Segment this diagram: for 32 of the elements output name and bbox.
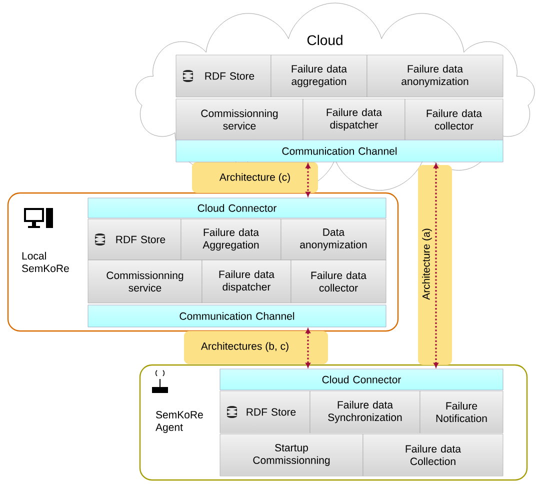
component-box: RDF Store [176, 54, 272, 98]
edge-label: Architecture (c) [219, 173, 290, 183]
component-box: Failure data dispatcher [202, 260, 292, 304]
group-label: Local SemKoRe [22, 252, 69, 272]
component-box: Failure data Collection [362, 434, 504, 476]
channel-bar: Cloud Connector [220, 368, 504, 390]
connector-arrow [306, 328, 310, 368]
component-box: Commissionning service [88, 260, 202, 304]
component-box: Failure data collector [290, 260, 386, 304]
group-frame [139, 364, 528, 481]
component-box: Failure data collector [404, 98, 504, 140]
connector-arrow [306, 164, 310, 196]
channel-bar: Cloud Connector [88, 198, 386, 218]
component-box: RDF Store [88, 218, 182, 260]
group-frame [7, 192, 399, 332]
channel-bar: Communication Channel [88, 304, 386, 328]
component-box: Failure data Aggregation [180, 218, 282, 260]
component-box: Failure data anonymization [366, 54, 504, 98]
component-box: Data anonymization [280, 218, 386, 260]
component-box: Failure data dispatcher [302, 98, 406, 140]
edge-label: Architecture (a) [422, 228, 432, 300]
channel-bar: Communication Channel [176, 140, 504, 162]
component-box: Startup Commissionning [220, 434, 364, 476]
component-box: Failure data aggregation [270, 54, 368, 98]
connector-arrow [434, 164, 438, 368]
cloud-title: Cloud [307, 34, 342, 46]
component-box: RDF Store [220, 390, 310, 434]
edge-label: Architectures (b, c) [200, 342, 288, 352]
component-box: Failure data Synchronization [310, 390, 420, 434]
component-box: Failure Notification [420, 390, 504, 434]
group-label: SemKoRe Agent [156, 411, 203, 433]
component-box: Commissionning service [176, 98, 304, 140]
